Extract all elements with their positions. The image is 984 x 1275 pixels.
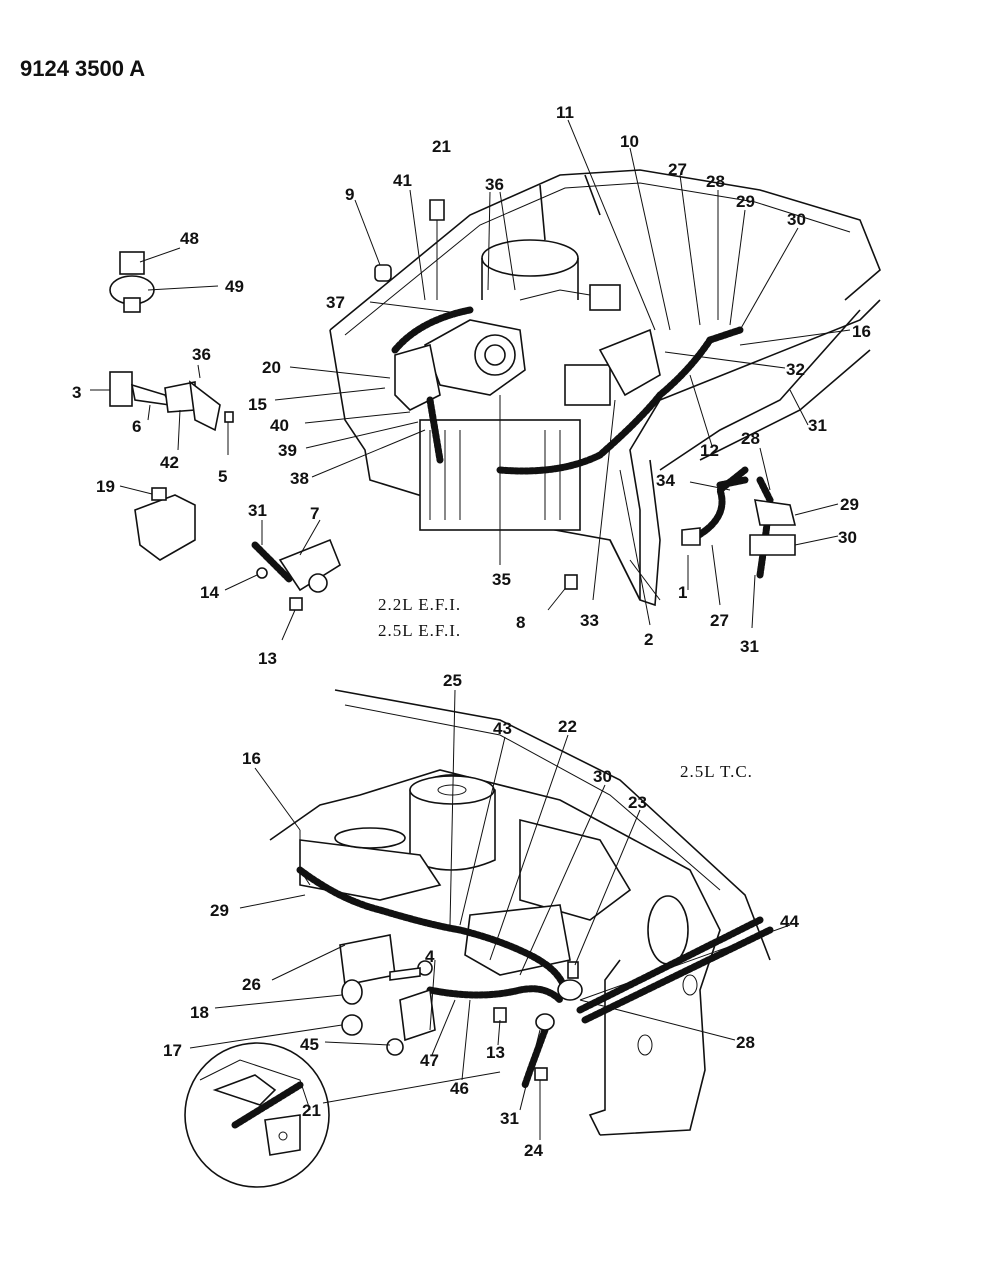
callout-31-upper: 31 — [808, 416, 827, 435]
callout-36-bracket: 36 — [192, 345, 211, 364]
callout-28-upper: 28 — [706, 172, 725, 191]
callout-13-lower: 13 — [486, 1043, 505, 1062]
callout-3: 3 — [72, 383, 81, 402]
bracket-3-6-42-36-5 — [90, 364, 234, 455]
callout-33: 33 — [580, 611, 599, 630]
hose-assembly-27-34 — [681, 466, 749, 606]
variant-label-3: 2.5L T.C. — [680, 762, 753, 781]
callout-4: 4 — [425, 947, 435, 966]
callout-41: 41 — [393, 171, 412, 190]
callout-28-lower: 28 — [736, 1033, 755, 1052]
callout-5: 5 — [218, 467, 227, 486]
callout-44: 44 — [780, 912, 799, 931]
callout-48: 48 — [180, 229, 199, 248]
callout-22: 22 — [558, 717, 577, 736]
callout-6: 6 — [132, 417, 141, 436]
callout-32: 32 — [786, 360, 805, 379]
callout-9: 9 — [345, 185, 354, 204]
callout-17: 17 — [163, 1041, 182, 1060]
callout-31-assembly: 31 — [740, 637, 759, 656]
upper-engine-view — [274, 119, 881, 626]
callout-19: 19 — [96, 477, 115, 496]
callout-29-upper: 29 — [736, 192, 755, 211]
callout-2: 2 — [644, 630, 653, 649]
lower-engine-view — [189, 689, 791, 1140]
callout-30-upper: 30 — [787, 210, 806, 229]
callout-13-upper: 13 — [258, 649, 277, 668]
callout-35: 35 — [492, 570, 511, 589]
callout-38: 38 — [290, 469, 309, 488]
callout-27-assembly: 27 — [710, 611, 729, 630]
callouts-upper: 11 10 21 27 28 36 9 41 29 30 48 49 37 16… — [72, 103, 871, 668]
callout-10: 10 — [620, 132, 639, 151]
harness-clip-7-13-14-31 — [224, 519, 341, 641]
variant-label-1: 2.2L E.F.I. — [378, 595, 461, 614]
callout-31-lower: 31 — [500, 1109, 519, 1128]
callout-16-upper: 16 — [852, 322, 871, 341]
callout-23: 23 — [628, 793, 647, 812]
callout-7: 7 — [310, 504, 319, 523]
variant-label-2: 2.5L E.F.I. — [378, 621, 461, 640]
relay-19 — [119, 485, 196, 561]
callout-37: 37 — [326, 293, 345, 312]
callout-18: 18 — [190, 1003, 209, 1022]
callout-31-clip: 31 — [248, 501, 267, 520]
callout-40: 40 — [270, 416, 289, 435]
detail-inset-21 — [184, 1042, 330, 1188]
callout-46: 46 — [450, 1079, 469, 1098]
callout-1: 1 — [678, 583, 687, 602]
callout-21-upper: 21 — [432, 137, 451, 156]
callout-34: 34 — [656, 471, 675, 490]
callout-29-assembly: 29 — [840, 495, 859, 514]
callout-12: 12 — [700, 441, 719, 460]
callout-36-upper: 36 — [485, 175, 504, 194]
callout-29-lower: 29 — [210, 901, 229, 920]
callout-43: 43 — [493, 719, 512, 738]
callout-42: 42 — [160, 453, 179, 472]
callout-39: 39 — [278, 441, 297, 460]
sensor-48-49 — [109, 247, 219, 313]
callout-49: 49 — [225, 277, 244, 296]
callout-30-lower: 30 — [593, 767, 612, 786]
document-id: 9124 3500 A — [20, 56, 145, 81]
connector-28-29-30-31 — [749, 447, 839, 629]
callout-15: 15 — [248, 395, 267, 414]
callout-26: 26 — [242, 975, 261, 994]
callout-11: 11 — [556, 103, 574, 122]
callouts-lower: 25 43 22 16 30 23 29 44 4 26 18 28 45 17… — [163, 671, 799, 1160]
callout-21-lower: 21 — [302, 1101, 321, 1120]
callout-25: 25 — [443, 671, 462, 690]
callout-47: 47 — [420, 1051, 439, 1070]
callout-24: 24 — [524, 1141, 543, 1160]
callout-30-assembly: 30 — [838, 528, 857, 547]
callout-8: 8 — [516, 613, 525, 632]
callout-14: 14 — [200, 583, 219, 602]
callout-27-upper: 27 — [668, 160, 687, 179]
callout-45: 45 — [300, 1035, 319, 1054]
callout-20: 20 — [262, 358, 281, 377]
callout-16-lower: 16 — [242, 749, 261, 768]
callout-28-assembly: 28 — [741, 429, 760, 448]
